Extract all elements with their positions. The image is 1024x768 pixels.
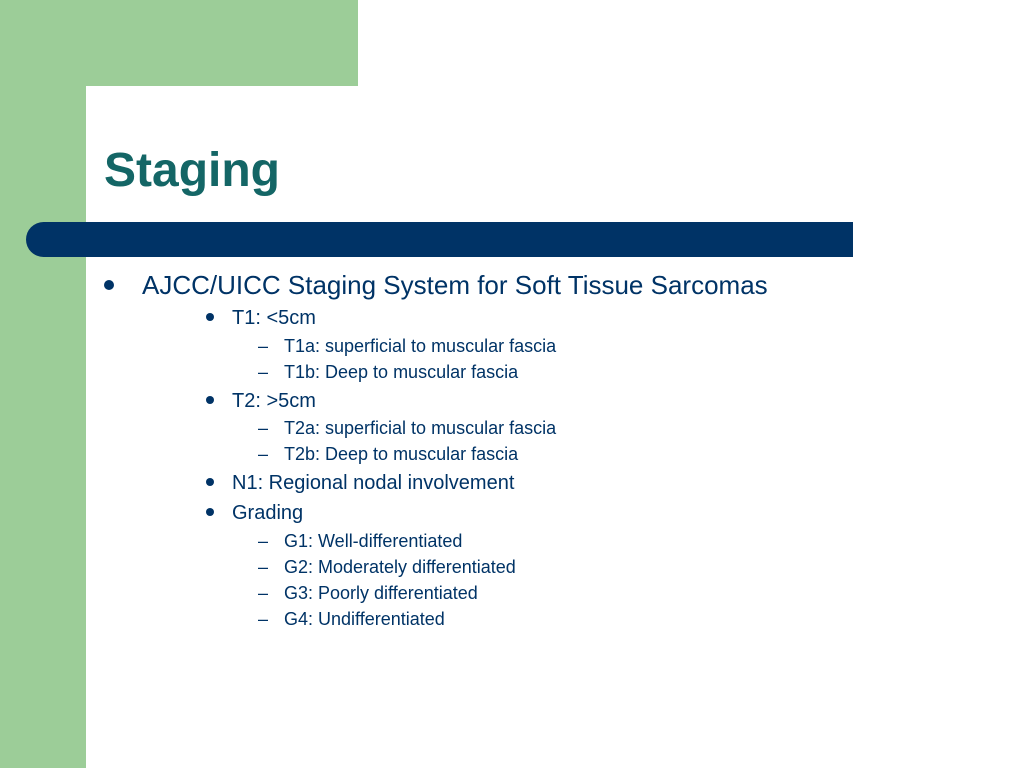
bullet-dot-icon (206, 507, 214, 516)
bullet-item: –G4: Undifferentiated (258, 608, 445, 630)
bullet-text: G2: Moderately differentiated (284, 557, 516, 577)
bullet-text: T2b: Deep to muscular fascia (284, 444, 519, 464)
bullet-text: N1: Regional nodal involvement (232, 472, 515, 494)
dash-icon: – (258, 418, 269, 438)
bullet-item: –T1b: Deep to muscular fascia (258, 361, 518, 383)
dash-icon: – (258, 583, 269, 603)
bullet-dot-icon (206, 395, 214, 404)
dash-icon: – (258, 609, 269, 629)
dash-icon: – (258, 336, 269, 356)
bullet-item: T2: >5cm (206, 389, 316, 413)
bullet-item: N1: Regional nodal involvement (206, 471, 514, 495)
bullet-item: –T2b: Deep to muscular fascia (258, 443, 518, 465)
slide-title: Staging (104, 144, 280, 197)
bullet-text: T1a: superficial to muscular fascia (284, 336, 557, 356)
bullet-item: –T2a: superficial to muscular fascia (258, 417, 556, 439)
green-accent-left (0, 0, 86, 768)
dash-icon: – (258, 362, 269, 382)
dash-icon: – (258, 557, 269, 577)
bullet-text: Grading (232, 502, 304, 524)
bullet-item: –G1: Well-differentiated (258, 530, 462, 552)
bullet-text: T1b: Deep to muscular fascia (284, 362, 519, 382)
bullet-item: Grading (206, 501, 303, 525)
bullet-dot-icon (206, 477, 214, 486)
bullet-dot-icon (206, 312, 214, 321)
green-accent-top (0, 0, 358, 86)
bullet-item: –T1a: superficial to muscular fascia (258, 335, 556, 357)
bullet-text: T2a: superficial to muscular fascia (284, 418, 557, 438)
bullet-dot-icon (104, 280, 114, 291)
bullet-text: AJCC/UICC Staging System for Soft Tissue… (142, 270, 768, 300)
bullet-text: G1: Well-differentiated (284, 531, 463, 551)
bullet-item: AJCC/UICC Staging System for Soft Tissue… (104, 270, 768, 300)
dash-icon: – (258, 444, 269, 464)
bullet-item: –G3: Poorly differentiated (258, 582, 478, 604)
bullet-text: G4: Undifferentiated (284, 609, 445, 629)
bullet-item: T1: <5cm (206, 306, 316, 330)
bullet-item: –G2: Moderately differentiated (258, 556, 516, 578)
title-divider-bar (26, 222, 853, 257)
bullet-text: T2: >5cm (232, 390, 316, 412)
bullet-text: G3: Poorly differentiated (284, 583, 478, 603)
bullet-text: T1: <5cm (232, 307, 316, 329)
content-panel (86, 86, 1024, 768)
dash-icon: – (258, 531, 269, 551)
